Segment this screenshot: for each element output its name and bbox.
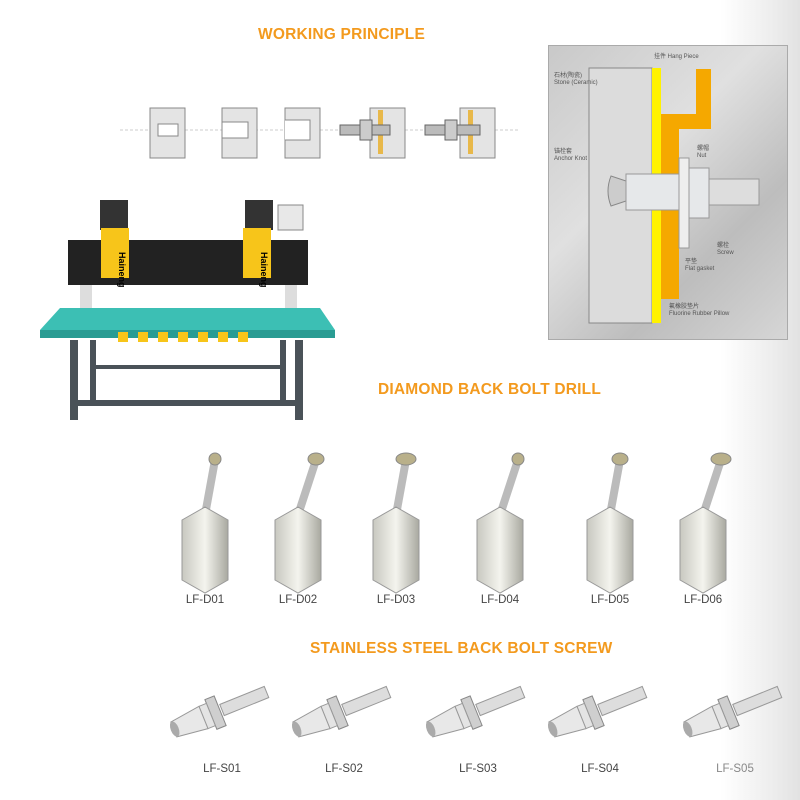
drill-bit-image <box>586 452 634 594</box>
label-gasket-cn: 平垫 <box>685 259 698 265</box>
label-gasket: Flat gasket <box>685 266 715 272</box>
screw-model-label: LF-S05 <box>716 763 754 775</box>
label-stone: Stone (Ceramic) <box>554 80 598 86</box>
label-anchor: Anchor Knot <box>554 156 588 162</box>
screw-section-title: STAINLESS STEEL BACK BOLT SCREW <box>310 640 613 657</box>
drilling-machine-image: Haineng Haineng <box>40 200 335 420</box>
step-1 <box>149 107 186 159</box>
screw-model-label: LF-S02 <box>325 763 363 775</box>
brand-label-left: Haineng <box>117 252 127 288</box>
label-screw-cn: 螺栓 <box>717 243 730 249</box>
step-4 <box>339 107 406 159</box>
drill-model-label: LF-D04 <box>480 594 520 606</box>
principle-steps-diagram <box>120 107 520 159</box>
drill-bit-image <box>476 452 525 594</box>
drill-bit-image <box>372 452 420 594</box>
brand-label-right: Haineng <box>259 252 269 288</box>
label-screw: Screw <box>717 250 734 256</box>
label-nut-cn: 螺帽 <box>697 146 710 152</box>
screw-image <box>547 685 648 738</box>
step-3 <box>284 107 321 159</box>
step-5 <box>424 107 496 159</box>
label-pillow: Fluorine Rubber Pillow <box>669 311 730 317</box>
working-principle-title: WORKING PRINCIPLE <box>258 26 426 43</box>
drill-model-label: LF-D05 <box>590 594 630 606</box>
drill-model-label: LF-D01 <box>185 594 225 606</box>
drill-bit-image <box>679 452 732 594</box>
drill-bit-image <box>274 452 325 594</box>
drill-model-label: LF-D06 <box>683 594 723 606</box>
screw-image <box>425 685 526 738</box>
drill-model-label: LF-D03 <box>376 594 416 606</box>
label-stone-cn: 石材(陶瓷) <box>554 73 582 79</box>
label-nut: Nut <box>697 153 707 159</box>
label-hang-piece: 挂件 Hang Piece <box>654 54 699 60</box>
screw-image <box>682 685 783 738</box>
label-anchor-cn: 锚栓套 <box>554 149 573 155</box>
label-pillow-cn: 氟橡胶垫片 <box>669 304 700 310</box>
step-2 <box>221 107 258 159</box>
screw-model-label: LF-S03 <box>459 763 497 775</box>
drill-bit-image <box>181 452 229 594</box>
cross-section-diagram: 挂件 Hang Piece 石材(陶瓷) Stone (Ceramic) 锚栓套… <box>548 45 788 340</box>
drill-section-title: DIAMOND BACK BOLT DRILL <box>378 381 602 398</box>
screw-image <box>291 685 392 738</box>
screw-image <box>169 685 270 738</box>
drill-model-label: LF-D02 <box>278 594 318 606</box>
screw-model-label: LF-S04 <box>581 763 619 775</box>
screw-model-label: LF-S01 <box>203 763 241 775</box>
